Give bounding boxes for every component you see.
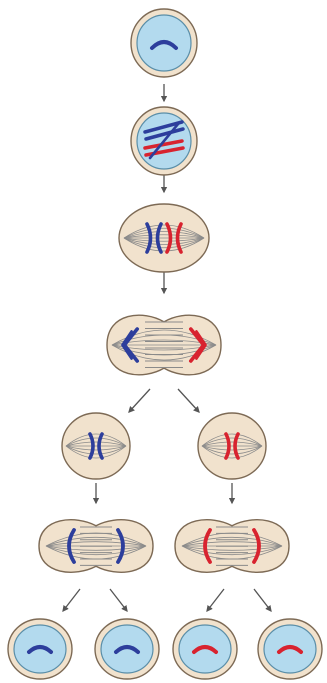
arrow	[207, 589, 224, 611]
arrow	[178, 389, 199, 412]
gamete-2	[95, 619, 159, 679]
arrow	[129, 389, 150, 412]
anaphase-i-cell	[107, 315, 221, 375]
interphase-cell	[131, 9, 197, 77]
metaphase-i-cell	[119, 204, 209, 272]
gamete-4	[258, 619, 322, 679]
metaphase-ii-cell-left	[62, 413, 130, 479]
arrow	[63, 589, 80, 611]
replication-cell	[131, 107, 197, 175]
arrow	[110, 589, 127, 611]
anaphase-ii-cell-left	[39, 520, 153, 573]
arrow	[254, 589, 271, 611]
gamete-3	[173, 619, 237, 679]
metaphase-ii-cell-right	[198, 413, 266, 479]
gamete-1	[8, 619, 72, 679]
anaphase-ii-cell-right	[175, 520, 289, 573]
